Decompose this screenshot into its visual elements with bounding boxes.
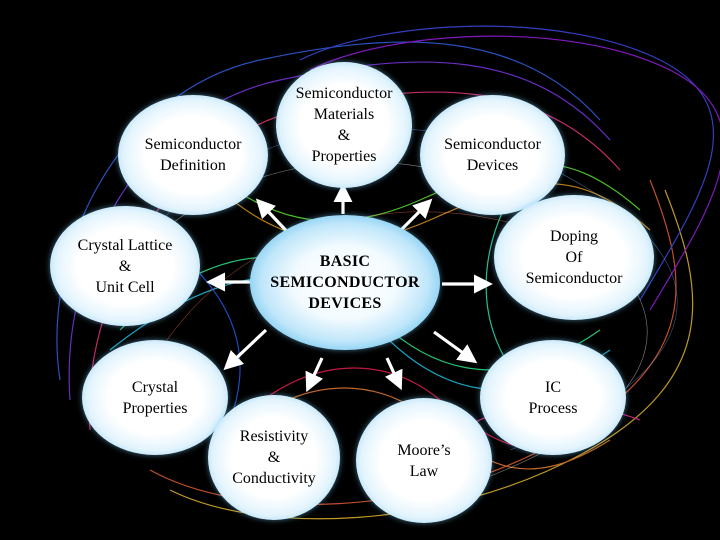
node-label: Crystal Lattice & Unit Cell [77,236,173,296]
node-label: IC Process [528,378,578,417]
node-center-basic-semiconductor-devices: BASIC SEMICONDUCTOR DEVICES [250,215,440,350]
center-label: BASIC SEMICONDUCTOR DEVICES [270,253,420,312]
node-label: Crystal Properties [122,378,188,417]
node-crystal-lattice: Crystal Lattice & Unit Cell [50,206,200,326]
node-semiconductor-devices: Semiconductor Devices [420,95,565,215]
node-label: Doping Of Semiconductor [525,228,623,287]
node-doping: Doping Of Semiconductor [494,195,654,320]
arrow-to-crystal-properties [223,328,268,371]
arrow-to-ic-process [433,330,478,364]
node-semiconductor-definition: Semiconductor Definition [118,95,268,215]
arrow-to-resistivity [305,357,324,393]
node-label: Moore’s Law [397,441,451,480]
node-resistivity: Resistivity & Conductivity [208,395,340,520]
node-moores-law: Moore’s Law [356,398,492,523]
arrow-to-moores-law [385,357,403,391]
node-label: Semiconductor Devices [444,136,541,174]
node-label: Semiconductor Materials & Properties [295,85,393,165]
node-ic-process: IC Process [480,340,626,455]
node-label: Resistivity & Conductivity [232,428,316,487]
node-label: Semiconductor Definition [144,136,242,174]
node-semiconductor-materials: Semiconductor Materials & Properties [276,62,412,188]
node-crystal-properties: Crystal Properties [82,340,228,455]
